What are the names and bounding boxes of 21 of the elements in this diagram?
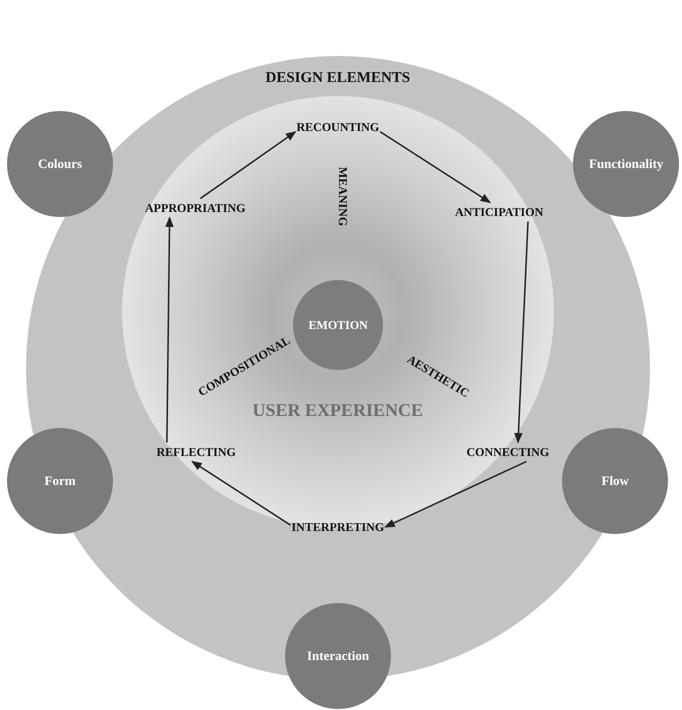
axis-label: MEANING: [334, 166, 350, 226]
arrow: [165, 216, 174, 442]
arrow: [191, 460, 291, 526]
circle-heading: DESIGN ELEMENTS: [266, 70, 410, 87]
circle-label: Form: [44, 473, 76, 489]
stage-label: CONNECTING: [466, 442, 550, 462]
circle-label: Colours: [38, 156, 82, 172]
stage-label: INTERPRETING: [290, 518, 386, 536]
arrow: [514, 221, 529, 444]
circle-label: Interaction: [307, 648, 370, 664]
arrow: [380, 131, 491, 204]
circle-label: Flow: [602, 473, 629, 489]
circle-label: EMOTION: [308, 318, 368, 332]
stage-label: APPROPRIATING: [144, 198, 246, 218]
stage-label: RECOUNTING: [296, 118, 380, 136]
arrow: [200, 131, 296, 200]
circle-heading: USER EXPERIENCE: [252, 400, 424, 420]
stage-label: ANTICIPATION: [454, 202, 544, 222]
circle-label: Functionality: [589, 156, 664, 172]
stage-label: REFLECTING: [156, 442, 237, 462]
arrow: [384, 460, 527, 528]
